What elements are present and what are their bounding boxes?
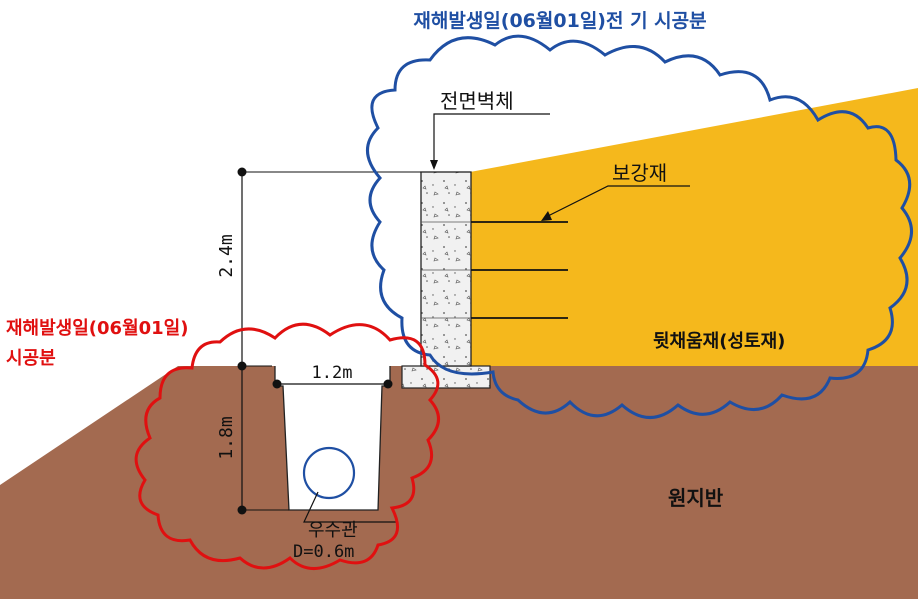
backfill-label: 뒷채움재(성토재) <box>653 331 785 352</box>
same-day-work-label-line1: 재해발생일(06월01일) <box>6 318 188 339</box>
wall-height-label: 2.4m <box>216 234 237 277</box>
dimension-node <box>237 361 247 371</box>
reinforcement-leader <box>547 185 690 217</box>
front-wall-leader <box>433 113 550 164</box>
cloud-prior-work <box>366 34 913 419</box>
pipe-diameter-label: D=0.6m <box>293 542 354 562</box>
front-wall-label: 전면벽체 <box>440 89 514 113</box>
trench-width-label: 1.2m <box>312 363 353 383</box>
original-ground-region <box>0 366 918 599</box>
original-ground-label: 원지반 <box>668 486 724 510</box>
pipe-name-label: 우수관 <box>308 520 358 541</box>
trench-depth-label: 1.8m <box>216 416 237 459</box>
cloud-same-day-work <box>134 322 440 570</box>
same-day-work-label-line2: 시공분 <box>6 348 56 369</box>
reinforcement-label: 보강재 <box>612 161 667 185</box>
dimension-node <box>237 167 247 177</box>
prior-work-title: 재해발생일(06월01일)전 기 시공분 <box>413 10 706 32</box>
front-wall <box>420 171 472 367</box>
backfill-region <box>470 88 918 366</box>
dimension-node <box>237 505 247 515</box>
pipe-leader <box>303 491 398 523</box>
storm-pipe <box>302 446 356 500</box>
